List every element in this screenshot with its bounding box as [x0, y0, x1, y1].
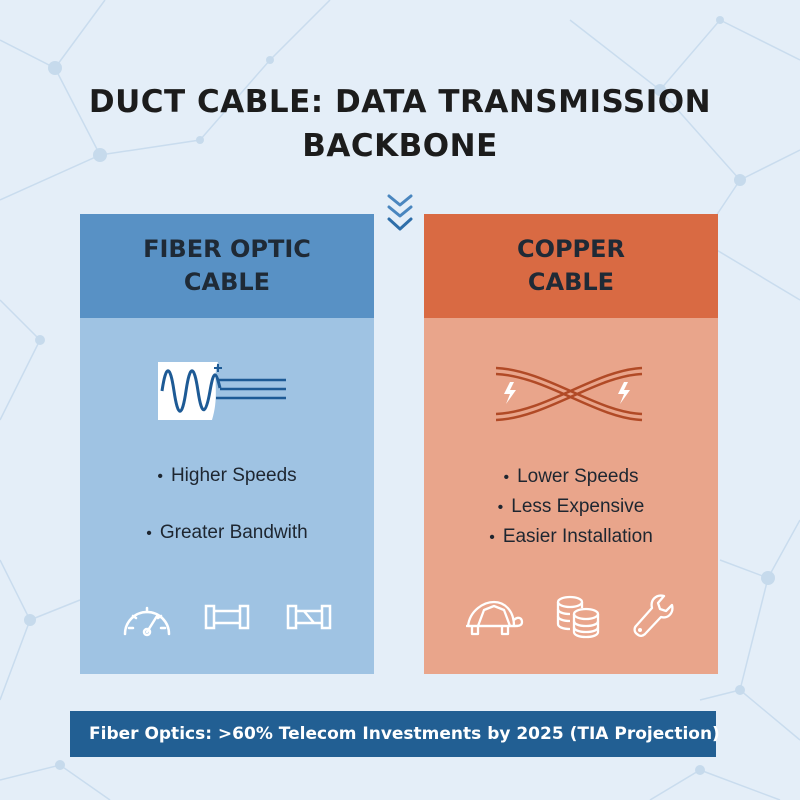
copper-benefits: Lower Speeds Less Expensive Easier Insta… [424, 462, 718, 552]
page-title-line1: DUCT CABLE: DATA TRANSMISSION [88, 84, 712, 120]
page-title: DUCT CABLE: DATA TRANSMISSION BACKBONE [60, 80, 740, 168]
statistic-banner: Fiber Optics: >60% Telecom Investments b… [70, 711, 720, 757]
list-item: Greater Bandwith [80, 519, 374, 548]
list-item: Less Expensive [424, 492, 718, 522]
speedometer-icon [123, 606, 171, 637]
copper-title-line2: CABLE [527, 268, 615, 296]
copper-panel: COPPER CABLE Lower Speeds Less Expensive… [424, 214, 718, 674]
statistic-banner-text: Fiber Optics: >60% Telecom Investments b… [89, 724, 720, 744]
fiber-optic-icons [80, 592, 374, 642]
fiber-optic-benefits: Higher Speeds Greater Bandwith [80, 462, 374, 576]
fiber-optic-panel: FIBER OPTIC CABLE Higher Speeds Greater … [80, 214, 374, 674]
connector-icon [286, 604, 332, 630]
list-item: Higher Speeds [80, 462, 374, 491]
copper-header: COPPER CABLE [424, 214, 718, 318]
page-title-line2: BACKBONE [302, 128, 498, 164]
fiber-optic-title-line1: FIBER OPTIC [143, 235, 311, 263]
list-item: Easier Installation [424, 522, 718, 552]
copper-title-line1: COPPER [516, 235, 626, 263]
turtle-icon [466, 600, 524, 636]
fiber-optic-title-line2: CABLE [183, 268, 271, 296]
chevron-down-icon [387, 194, 413, 231]
light-wave-fiber-icon [158, 362, 286, 420]
twisted-wires-lightning-icon [496, 366, 643, 422]
coin-stack-icon [556, 595, 600, 639]
list-item: Lower Speeds [424, 462, 718, 492]
wrench-icon [633, 594, 674, 638]
copper-icons [424, 592, 718, 642]
coupler-icon [204, 604, 250, 630]
fiber-optic-header: FIBER OPTIC CABLE [80, 214, 374, 318]
